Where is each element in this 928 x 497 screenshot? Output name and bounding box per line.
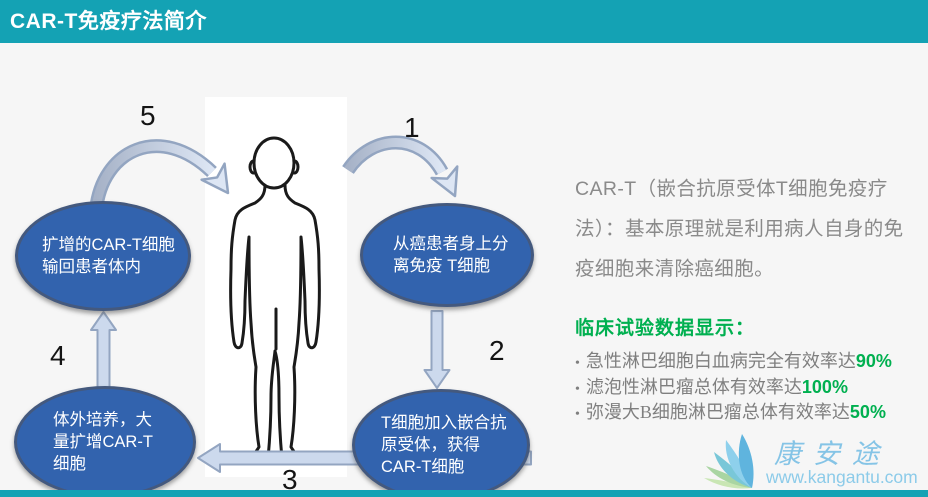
- clinical-bullet-list: 急性淋巴细胞白血病完全有效率达90% 滤泡性淋巴瘤总体有效率达100% 弥漫大B…: [575, 350, 920, 427]
- efficacy-rate: 50%: [849, 402, 886, 422]
- kangantu-watermark: 康安途 www.kangantu.com: [698, 432, 918, 492]
- step-number-1: 1: [404, 112, 420, 143]
- arrow-step-4: [90, 311, 117, 389]
- figure-panel: [205, 97, 347, 477]
- bullet-follicular-lymphoma: 滤泡性淋巴瘤总体有效率达100%: [575, 376, 920, 402]
- header-bar: CAR-T免疫疗法简介: [0, 0, 928, 43]
- arrow-step-1: [342, 135, 459, 198]
- node-add-car-receptor: T细胞加入嵌合抗原受体，获得CAR-T细胞: [352, 389, 530, 497]
- arrow-step-2: [423, 310, 451, 389]
- bullet-dlbcl: 弥漫大B细胞淋巴瘤总体有效率达50%: [575, 401, 920, 427]
- leaf-logo-icon: [704, 434, 754, 489]
- node-label: T细胞加入嵌合抗原受体，获得CAR-T细胞: [381, 414, 507, 476]
- clinical-data-heading: 临床试验数据显示：: [575, 318, 756, 339]
- efficacy-rate: 100%: [801, 376, 848, 397]
- step-number-4: 4: [50, 340, 66, 371]
- human-figure-icon: [229, 136, 321, 465]
- efficacy-rate: 90%: [855, 351, 892, 371]
- brand-url: www.kangantu.com: [766, 467, 918, 487]
- page-title: CAR-T免疫疗法简介: [10, 10, 207, 33]
- node-expand-cart-cells: 体外培养，大量扩增CAR-T细胞: [14, 386, 196, 497]
- step-number-2: 2: [489, 335, 505, 366]
- node-separate-tcells: 从癌患者身上分离免疫 T细胞: [360, 203, 534, 307]
- node-label: 从癌患者身上分离免疫 T细胞: [393, 235, 509, 275]
- footer-bar: [0, 490, 928, 497]
- node-label: 体外培养，大量扩增CAR-T细胞: [53, 411, 153, 473]
- bullet-all-leukemia: 急性淋巴细胞白血病完全有效率达90%: [575, 350, 920, 376]
- info-panel: CAR-T（嵌合抗原受体T细胞免疫疗法）：基本原理就是利用病人自身的免疫细胞来清…: [575, 169, 920, 427]
- node-infuse-cart-cells: 扩增的CAR-T细胞输回患者体内: [15, 201, 191, 311]
- intro-paragraph: CAR-T（嵌合抗原受体T细胞免疫疗法）：基本原理就是利用病人自身的免疫细胞来清…: [575, 178, 904, 280]
- brand-name: 康安途: [774, 439, 891, 469]
- node-label: 扩增的CAR-T细胞输回患者体内: [42, 236, 175, 276]
- step-number-5: 5: [140, 100, 156, 131]
